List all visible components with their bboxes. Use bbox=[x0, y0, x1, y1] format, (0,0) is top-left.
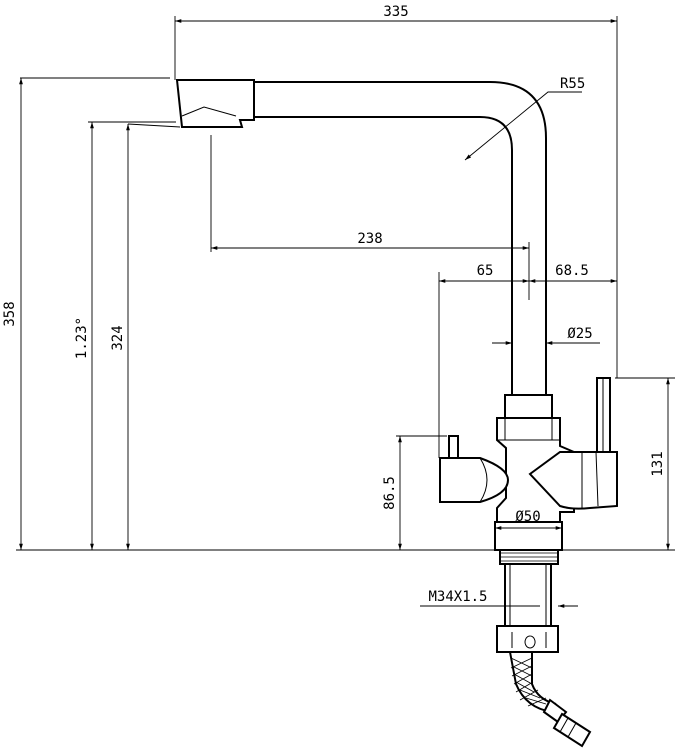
collar bbox=[504, 394, 553, 419]
right-handle-hub bbox=[528, 451, 618, 510]
label-358: 358 bbox=[2, 301, 18, 326]
label-238: 238 bbox=[357, 231, 382, 247]
threaded-shank bbox=[504, 563, 552, 627]
left-hub-detail bbox=[479, 457, 488, 503]
label-335: 335 bbox=[383, 4, 408, 20]
label-131: 131 bbox=[650, 451, 666, 476]
spout-head bbox=[175, 79, 255, 128]
shank-lines bbox=[509, 564, 547, 626]
dimension-lines bbox=[19, 19, 670, 608]
spout-outer bbox=[250, 81, 547, 398]
connector-details bbox=[511, 632, 547, 649]
base-ring bbox=[494, 521, 563, 551]
spout-inner bbox=[250, 116, 513, 398]
hose-braid bbox=[510, 657, 547, 707]
label-r55: R55 bbox=[560, 76, 585, 92]
right-hub-detail bbox=[581, 451, 599, 508]
dimension-labels: 335 R55 238 65 68.5 Ø25 358 1.23° 324 13… bbox=[2, 4, 666, 605]
spout-head-detail bbox=[181, 106, 237, 117]
extension-lines bbox=[16, 16, 675, 607]
label-thread: M34X1.5 bbox=[428, 589, 487, 605]
dim-leader-r55 bbox=[464, 91, 582, 161]
thread-hatch bbox=[500, 552, 558, 562]
label-d50: Ø50 bbox=[515, 509, 540, 525]
hose-connectors bbox=[496, 625, 559, 653]
faucet-outline bbox=[175, 79, 618, 748]
label-86-5: 86.5 bbox=[382, 476, 398, 510]
label-68-5: 68.5 bbox=[555, 263, 589, 279]
label-angle: 1.23° bbox=[74, 317, 90, 359]
left-lever bbox=[448, 435, 459, 459]
label-d25: Ø25 bbox=[567, 326, 592, 342]
nut-lines bbox=[559, 717, 577, 738]
body-line-side bbox=[504, 418, 553, 440]
left-handle-hub bbox=[439, 457, 510, 503]
label-324: 324 bbox=[110, 325, 126, 350]
label-65: 65 bbox=[477, 263, 494, 279]
